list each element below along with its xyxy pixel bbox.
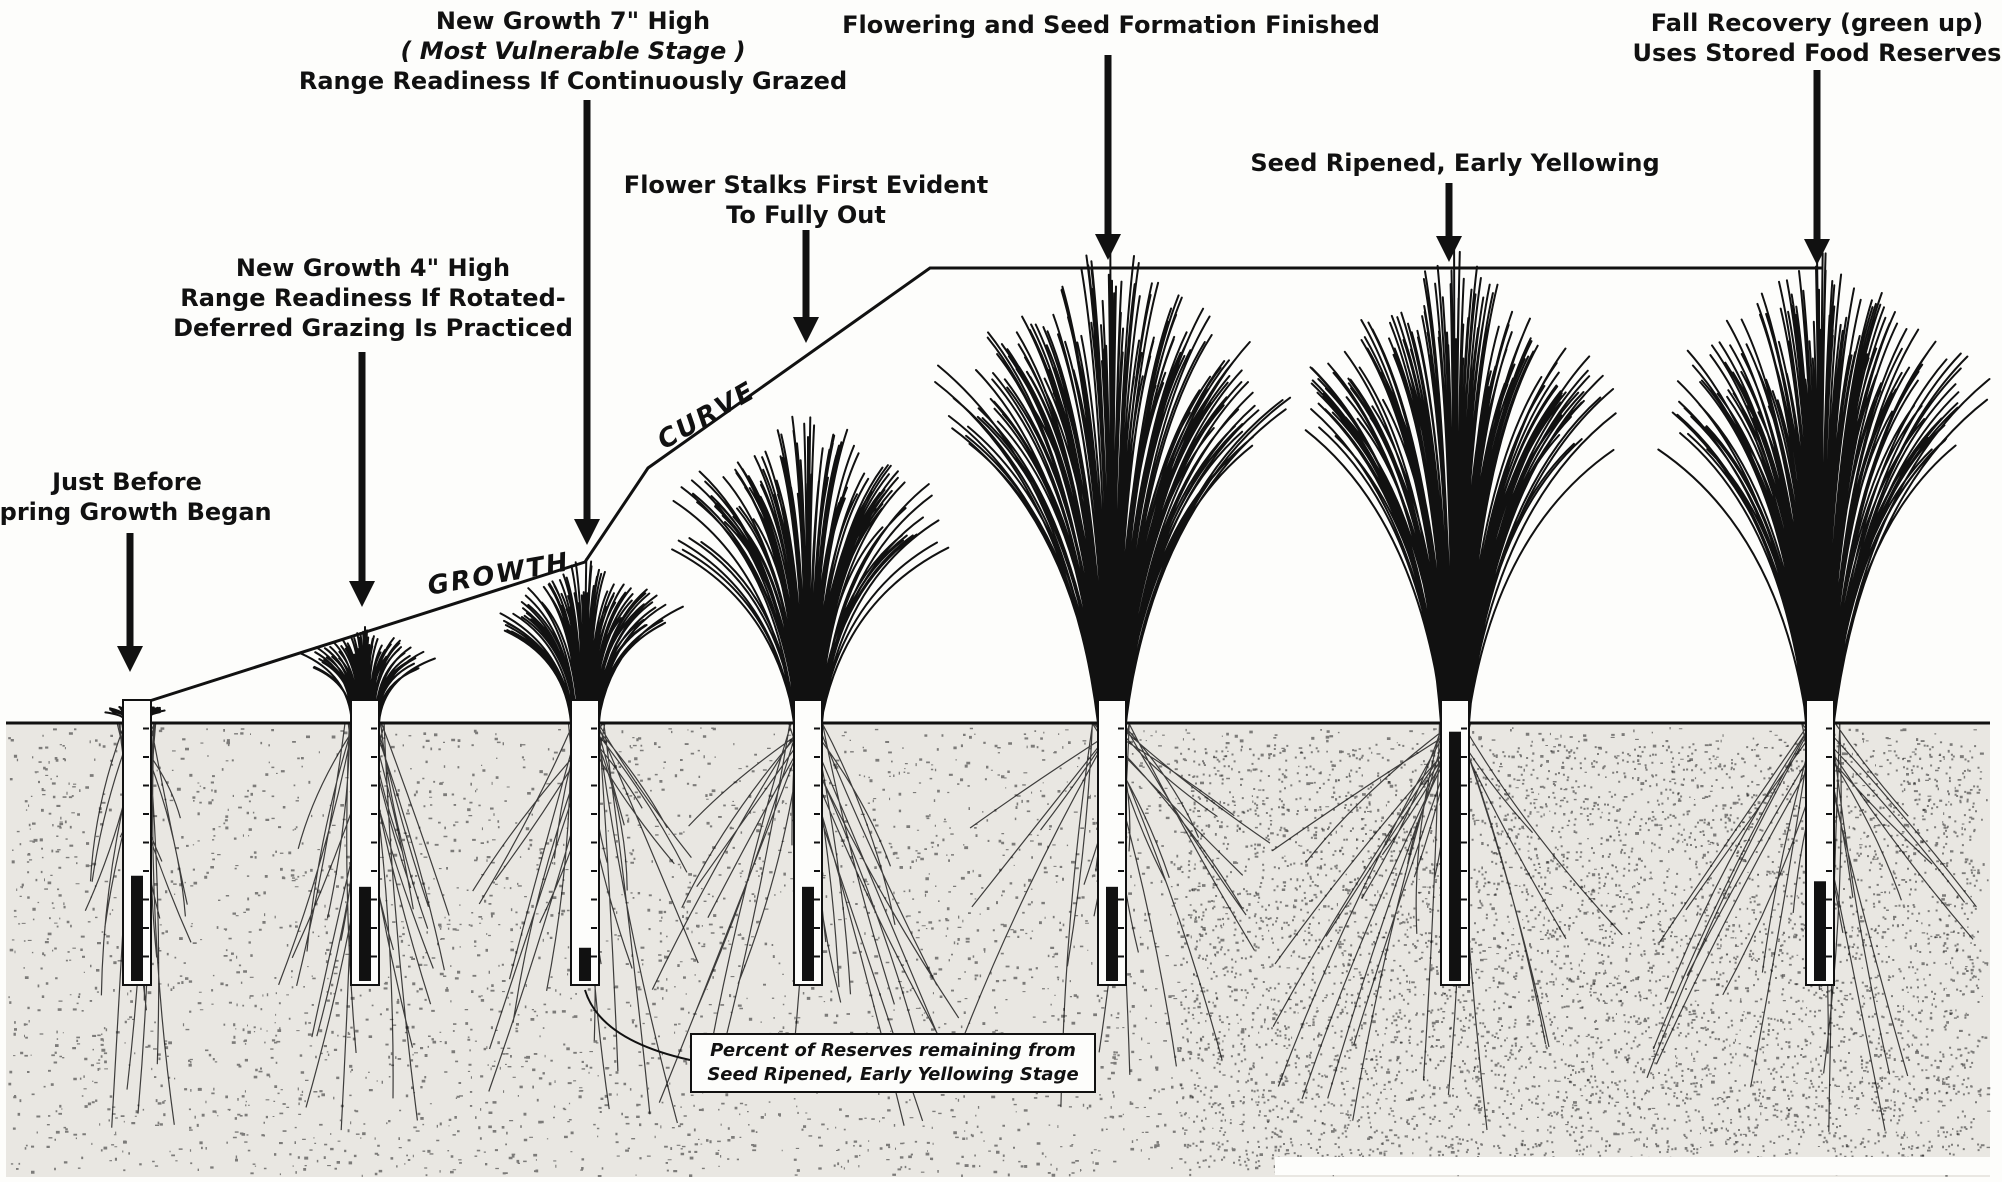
grass-blades xyxy=(935,242,1290,723)
stage-label-just-before-spring: Just Before Spring Growth Began xyxy=(0,467,272,527)
stage-label-new-growth-7in: New Growth 7" High ( Most Vulnerable Sta… xyxy=(299,6,847,96)
stage-label-flowering-finished: Flowering and Seed Formation Finished xyxy=(842,10,1380,40)
stage-label-fall-recovery: Fall Recovery (green up) Uses Stored Foo… xyxy=(1633,8,2002,68)
arrow-head xyxy=(1095,234,1121,260)
stage-label-new-growth-4in: New Growth 4" High Range Readiness If Ro… xyxy=(173,253,573,343)
callout-line: Percent of Reserves remaining from xyxy=(698,1039,1088,1063)
stage-arrow xyxy=(349,352,375,607)
stage-label-line: Uses Stored Food Reserves xyxy=(1633,38,2002,68)
arrow-head xyxy=(793,317,819,343)
arrow-head xyxy=(349,581,375,607)
stage-arrow xyxy=(574,100,600,545)
callout-line: Seed Ripened, Early Yellowing Stage xyxy=(698,1063,1088,1087)
stage-label-line: New Growth 7" High xyxy=(299,6,847,36)
grass-blades xyxy=(1658,253,1989,723)
gauge-fill xyxy=(579,948,591,981)
stage-arrow xyxy=(117,533,143,672)
stage-label-line: Flower Stalks First Evident xyxy=(624,170,988,200)
gauge-fill xyxy=(802,887,814,981)
arrow-head xyxy=(117,646,143,672)
grass-blades xyxy=(1306,246,1616,723)
reserve-gauge xyxy=(794,700,822,985)
stage-label-line: Flowering and Seed Formation Finished xyxy=(842,10,1380,40)
source-note-strip xyxy=(1275,1157,1995,1175)
stage-label-line: Fall Recovery (green up) xyxy=(1633,8,2002,38)
stage-label-line: Just Before xyxy=(0,467,272,497)
stage-label-line: Deferred Grazing Is Practiced xyxy=(173,313,573,343)
gauge-fill xyxy=(1106,887,1118,981)
stage-arrow xyxy=(793,230,819,343)
soil-body xyxy=(6,723,1990,1177)
stage-label-line: To Fully Out xyxy=(624,200,988,230)
stage-label-line: New Growth 4" High xyxy=(173,253,573,283)
soil-layer xyxy=(6,723,1991,1177)
reserve-gauge xyxy=(1806,700,1834,985)
stage-label-seed-ripened: Seed Ripened, Early Yellowing xyxy=(1250,148,1659,178)
reserve-gauge xyxy=(571,700,599,985)
gauge-fill xyxy=(1814,881,1826,981)
reserve-gauge xyxy=(351,700,379,985)
stage-label-line: Range Readiness If Rotated- xyxy=(173,283,573,313)
stage-arrow xyxy=(1095,55,1121,260)
stage-label-line: ( Most Vulnerable Stage ) xyxy=(299,36,847,66)
arrow-head xyxy=(574,519,600,545)
reserves-callout: Percent of Reserves remaining from Seed … xyxy=(690,1033,1096,1093)
stage-label-line: Range Readiness If Continuously Grazed xyxy=(299,66,847,96)
stage-label-line: Seed Ripened, Early Yellowing xyxy=(1250,148,1659,178)
arrow-head xyxy=(1436,236,1462,262)
stage-arrow xyxy=(1436,183,1462,262)
grass-blades xyxy=(672,417,948,723)
stage-label-flower-stalks: Flower Stalks First Evident To Fully Out xyxy=(624,170,988,230)
stage-arrow xyxy=(1804,70,1830,265)
reserve-gauge xyxy=(1441,700,1469,985)
stage-label-line: Spring Growth Began xyxy=(0,497,272,527)
gauge-fill xyxy=(131,876,143,981)
gauge-fill xyxy=(1449,732,1461,981)
gauge-fill xyxy=(359,887,371,981)
reserve-gauge xyxy=(123,700,151,985)
reserve-gauge xyxy=(1098,700,1126,985)
